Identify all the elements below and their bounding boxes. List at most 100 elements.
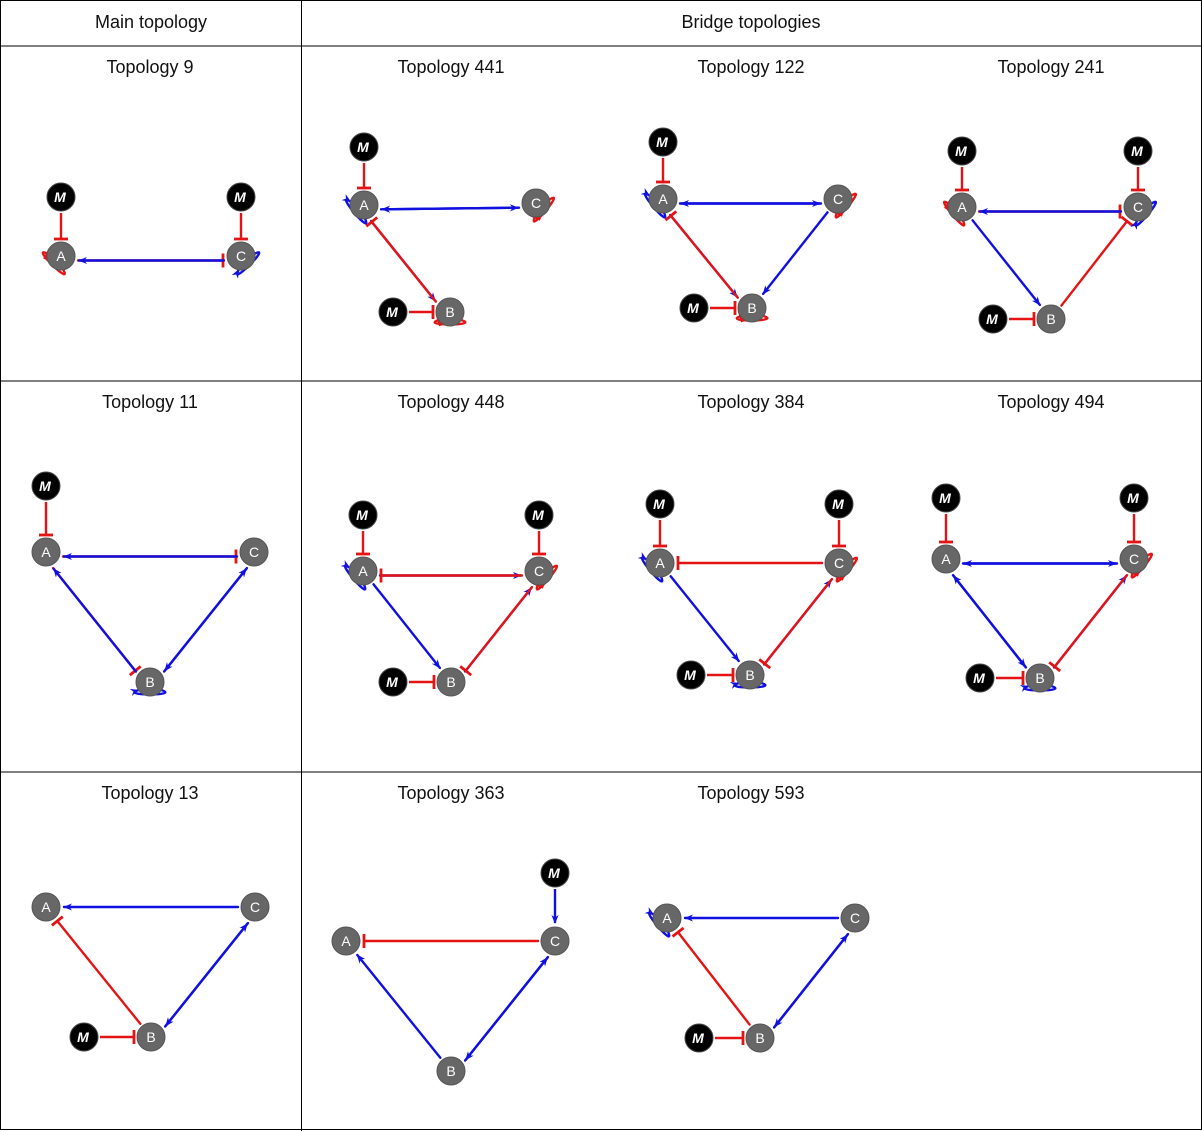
node-C — [521, 188, 551, 218]
node-A — [31, 537, 61, 567]
edge-B-to-A-inhibition — [56, 919, 142, 1025]
edge-A-to-B-activation — [971, 219, 1042, 307]
title-topology-494: Topology 494 — [997, 392, 1104, 412]
modulator-node — [965, 663, 995, 693]
edge-C-to-B-activation — [464, 955, 550, 1061]
edge-C-to-B-inhibition — [763, 577, 834, 665]
edge-C-to-B-inhibition-bar — [1048, 661, 1062, 673]
node-B — [1036, 304, 1066, 334]
node-C — [240, 892, 270, 922]
node-A — [31, 892, 61, 922]
title-topology-9: Topology 9 — [106, 57, 193, 77]
node-label-C: C — [550, 933, 560, 949]
edge-C-to-B-inhibition — [1053, 573, 1129, 668]
node-B — [1025, 663, 1055, 693]
title-topology-441: Topology 441 — [397, 57, 504, 77]
edge-B-to-A-inhibition — [676, 931, 751, 1026]
modulator-node — [645, 489, 675, 519]
node-label-B: B — [1046, 311, 1055, 327]
node-label-B: B — [446, 1063, 455, 1079]
edge-C-to-B-inhibition-bar — [459, 665, 473, 677]
node-label-A: A — [341, 933, 351, 949]
node-label-C: C — [534, 563, 544, 579]
edge-B-to-A-activation — [52, 567, 138, 673]
node-B — [435, 297, 465, 327]
node-A — [645, 548, 675, 578]
node-label-C: C — [834, 555, 844, 571]
modulator-label: M — [973, 670, 985, 686]
node-label-A: A — [358, 563, 368, 579]
node-label-A: A — [41, 544, 51, 560]
edge-B-to-A-inhibition-bar — [365, 216, 379, 228]
modulator-label: M — [986, 311, 998, 327]
modulator-label: M — [653, 496, 665, 512]
title-topology-448: Topology 448 — [397, 392, 504, 412]
bridge-topologies-header: Bridge topologies — [681, 12, 820, 32]
modulator-label: M — [357, 139, 369, 155]
node-label-A: A — [56, 248, 66, 264]
node-C — [239, 537, 269, 567]
node-B — [436, 667, 466, 697]
node-label-A: A — [658, 191, 668, 207]
modulator-label: M — [386, 674, 398, 690]
modulator-label: M — [1131, 143, 1143, 159]
modulator-node — [931, 483, 961, 513]
node-C — [226, 241, 256, 271]
node-A — [648, 184, 678, 214]
node-label-C: C — [850, 910, 860, 926]
edge-B-to-A-activation — [356, 953, 442, 1059]
edge-C-to-B-activation — [163, 566, 249, 672]
node-C — [824, 548, 854, 578]
node-label-C: C — [250, 899, 260, 915]
modulator-label: M — [684, 667, 696, 683]
node-C — [524, 556, 554, 586]
modulator-node — [978, 304, 1008, 334]
modulator-label: M — [656, 134, 668, 150]
modulator-label: M — [532, 507, 544, 523]
node-label-A: A — [662, 910, 672, 926]
edge-B-to-A-inhibition — [370, 220, 438, 303]
node-B — [136, 1022, 166, 1052]
modulator-label: M — [1127, 490, 1139, 506]
node-label-B: B — [755, 1030, 764, 1046]
node-label-B: B — [146, 1029, 155, 1045]
title-topology-122: Topology 122 — [697, 57, 804, 77]
title-topology-593: Topology 593 — [697, 783, 804, 803]
node-B — [737, 293, 767, 323]
node-label-C: C — [833, 191, 843, 207]
edge-B-to-A-inhibition — [669, 214, 739, 299]
edge-A-to-B-activation — [669, 575, 740, 663]
modulator-node — [226, 182, 256, 212]
node-label-A: A — [941, 551, 951, 567]
node-A — [46, 241, 76, 271]
modulator-node — [540, 858, 570, 888]
edge-C-to-B-activation — [164, 921, 250, 1027]
node-B — [436, 1056, 466, 1086]
edge-C-to-B-inhibition-bar — [758, 658, 772, 670]
modulator-node — [348, 500, 378, 530]
modulator-node — [684, 1023, 714, 1053]
node-label-C: C — [236, 248, 246, 264]
edge-C-to-A-activation — [380, 205, 521, 213]
node-B — [735, 660, 765, 690]
node-B — [745, 1023, 775, 1053]
node-label-C: C — [1129, 551, 1139, 567]
edge-C-to-B-activation — [761, 211, 829, 296]
node-label-A: A — [655, 555, 665, 571]
edge-B-to-A-inhibition-bar — [50, 915, 64, 927]
node-label-C: C — [249, 544, 259, 560]
modulator-node — [1119, 483, 1149, 513]
edge-A-to-B-activation — [372, 583, 442, 670]
modulator-node — [679, 293, 709, 323]
edge-C-to-B-inhibition — [464, 585, 534, 672]
node-A — [931, 544, 961, 574]
modulator-label: M — [234, 189, 246, 205]
